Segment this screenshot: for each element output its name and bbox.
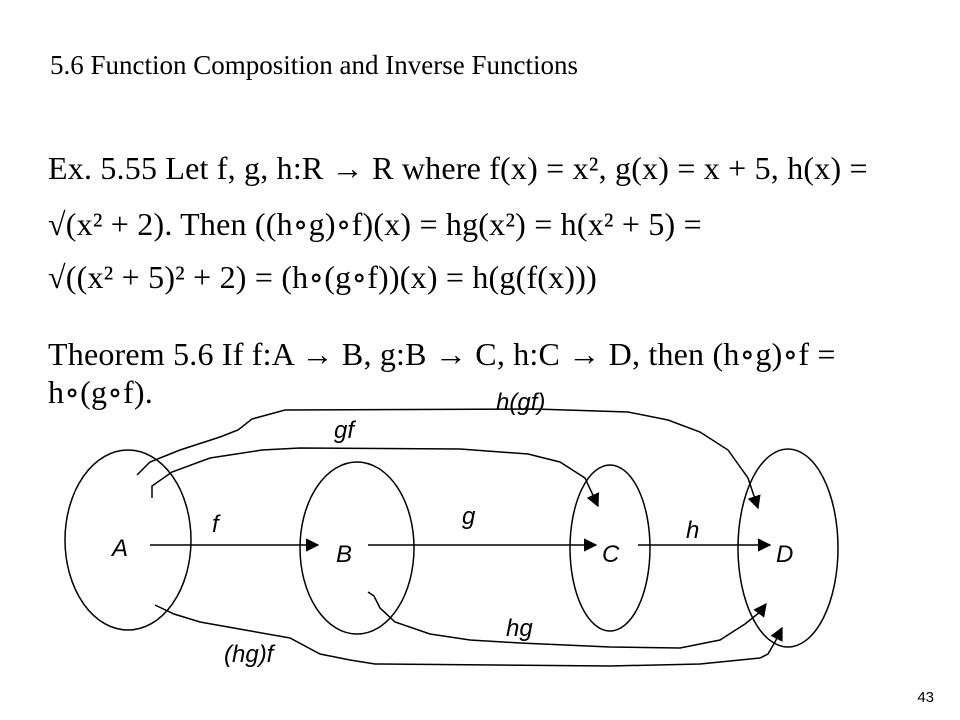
arrow-gf	[151, 447, 600, 508]
label-hg: hg	[506, 615, 533, 642]
page-number: 43	[917, 689, 934, 706]
set-a-ellipse	[64, 449, 192, 631]
set-c-label: C	[602, 541, 620, 568]
set-d-label: D	[776, 541, 793, 568]
slide-title: 5.6 Function Composition and Inverse Fun…	[50, 50, 578, 80]
label-h: h	[686, 517, 699, 544]
set-c-ellipse	[569, 464, 651, 632]
set-d-ellipse	[737, 448, 839, 648]
theorem-line-1: Theorem 5.6 If f:A → B, g:B → C, h:C → D…	[48, 336, 836, 372]
theorem-line-2: h∘(g∘f).	[48, 374, 153, 410]
arrow-hg-f	[154, 604, 783, 667]
set-b-label: B	[336, 541, 352, 568]
example-line-3: √((x² + 5)² + 2) = (h∘(g∘f))(x) = h(g(f(…	[48, 259, 597, 295]
set-a-label: A	[110, 535, 128, 562]
example-line-2: √(x² + 2). Then ((h∘g)∘f)(x) = hg(x²) = …	[48, 206, 702, 242]
label-g: g	[462, 503, 476, 530]
label-gf: gf	[334, 417, 356, 444]
label-hg-f: (hg)f	[224, 641, 276, 668]
label-h-gf: h(gf)	[496, 389, 545, 416]
example-line-1: Ex. 5.55 Let f, g, h:R → R where f(x) = …	[48, 150, 868, 186]
label-f: f	[212, 511, 221, 538]
set-b-ellipse	[299, 461, 415, 635]
arrow-hg	[367, 591, 767, 649]
arrow-h-gf	[136, 408, 761, 510]
